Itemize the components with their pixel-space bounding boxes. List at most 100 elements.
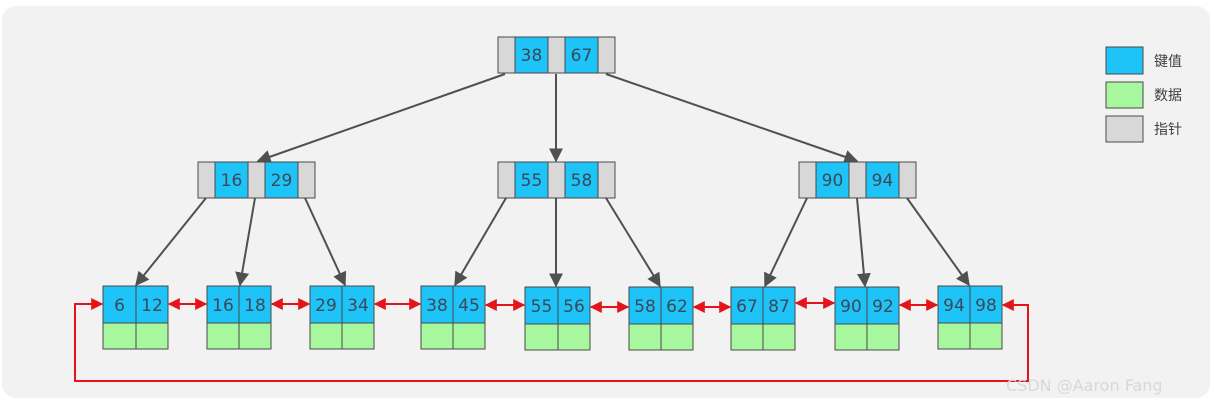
leaf-3-data-cell-2 bbox=[341, 322, 375, 350]
leaf-node-5: 55 56 bbox=[524, 286, 591, 351]
leaf-3-key-1: 29 bbox=[315, 296, 337, 316]
leaf-5-key-1: 55 bbox=[531, 297, 553, 317]
internal-3-pointer-cell-1 bbox=[798, 161, 817, 199]
tree-edge-3 bbox=[605, 73, 859, 164]
leaf-9-key-2: 98 bbox=[975, 296, 997, 316]
leaf-4-key-1: 38 bbox=[426, 296, 448, 316]
tree-edge-12 bbox=[906, 197, 970, 287]
internal-2-key-1: 55 bbox=[521, 171, 543, 191]
leaf-4-key-cell-2 bbox=[452, 285, 486, 324]
root-key-cell-2 bbox=[564, 36, 599, 74]
legend-key-label: 键值 bbox=[1154, 54, 1182, 70]
internal-2-key-cell-2 bbox=[564, 161, 599, 199]
leaf-node-1: 6 12 bbox=[102, 285, 169, 350]
leaf-4-key-2: 45 bbox=[458, 296, 480, 316]
tree-edge-9 bbox=[605, 197, 661, 288]
root-key-2: 67 bbox=[571, 46, 593, 66]
legend-data-label: 数据 bbox=[1154, 88, 1182, 104]
leaf-7-key-1: 67 bbox=[736, 297, 758, 317]
watermark: CSDN @Aaron Fang bbox=[1006, 376, 1163, 395]
leaf-8-data-cell-1 bbox=[834, 323, 868, 351]
internal-1-key-cell-1 bbox=[214, 161, 249, 199]
tree-edge-10 bbox=[764, 197, 808, 288]
internal-2-key-2: 58 bbox=[571, 171, 593, 191]
leaf-node-4: 38 45 bbox=[420, 285, 486, 350]
leaf-9-data-cell-1 bbox=[937, 322, 971, 350]
internal-2-pointer-cell-2 bbox=[547, 161, 566, 199]
internal-3-key-1: 90 bbox=[822, 171, 844, 191]
tree-edge-4 bbox=[135, 197, 207, 287]
internal-3-pointer-cell-3 bbox=[898, 161, 917, 199]
root-key-1: 38 bbox=[521, 46, 543, 66]
leaf-6-key-1: 58 bbox=[634, 297, 656, 317]
internal-1-key-1: 16 bbox=[221, 171, 243, 191]
leaf-2-key-cell-2 bbox=[238, 285, 272, 324]
leaf-links bbox=[74, 297, 1029, 382]
leaf-node-6: 58 62 bbox=[628, 286, 694, 351]
tree-edge-11 bbox=[856, 197, 871, 288]
internal-node-2: 55 58 bbox=[497, 161, 616, 199]
internal-2-pointer-cell-1 bbox=[497, 161, 516, 199]
internal-3-pointer-cell-2 bbox=[848, 161, 867, 199]
tree-edge-7 bbox=[454, 197, 507, 287]
leaf-5-key-cell-1 bbox=[524, 286, 559, 325]
leaf-4-data-cell-1 bbox=[420, 322, 454, 350]
leaf-4-data-cell-2 bbox=[452, 322, 486, 350]
internal-3-key-2: 94 bbox=[872, 171, 894, 191]
leaf-2-key-2: 18 bbox=[244, 296, 266, 316]
leaf-1-data-cell-1 bbox=[102, 322, 137, 350]
leaf-8-key-2: 92 bbox=[872, 297, 894, 317]
internal-1-pointer-cell-1 bbox=[197, 161, 216, 199]
leaf-2-key-cell-1 bbox=[206, 285, 240, 324]
leaf-node-8: 90 92 bbox=[834, 286, 900, 351]
leaf-8-key-1: 90 bbox=[840, 297, 862, 317]
root-pointer-cell-2 bbox=[547, 36, 566, 74]
leaf-5-data-cell-2 bbox=[557, 323, 591, 351]
leaf-9-key-1: 94 bbox=[943, 296, 965, 316]
leaf-8-data-cell-2 bbox=[866, 323, 900, 351]
leaf-2-data-cell-2 bbox=[238, 322, 272, 350]
internal-1-pointer-cell-3 bbox=[297, 161, 316, 199]
internal-1-pointer-cell-2 bbox=[247, 161, 266, 199]
leaf-3-key-2: 34 bbox=[347, 296, 369, 316]
leaf-5-key-cell-2 bbox=[557, 286, 591, 325]
leaf-7-data-cell-2 bbox=[762, 323, 796, 351]
internal-node-1: 16 29 bbox=[197, 161, 316, 199]
root-node: 38 67 bbox=[497, 36, 616, 74]
leaf-9-data-cell-2 bbox=[969, 322, 1003, 350]
leaf-7-key-2: 87 bbox=[768, 297, 790, 317]
leaf-1-data-cell-2 bbox=[135, 322, 169, 350]
leaf-6-key-cell-1 bbox=[628, 286, 662, 325]
legend: 键值 数据 指针 bbox=[1105, 46, 1182, 143]
root-pointer-cell-1 bbox=[497, 36, 516, 74]
internal-1-key-cell-2 bbox=[264, 161, 299, 199]
leaf-5-data-cell-1 bbox=[524, 323, 559, 351]
leaf-node-7: 67 87 bbox=[730, 286, 796, 351]
leaf-2-key-1: 16 bbox=[212, 296, 234, 316]
tree-edges bbox=[135, 73, 970, 288]
leaf-1-key-cell-1 bbox=[102, 285, 137, 324]
legend-pointer-swatch bbox=[1105, 115, 1144, 143]
internal-2-pointer-cell-3 bbox=[597, 161, 616, 199]
leaf-1-key-2: 12 bbox=[141, 296, 163, 316]
leaf-6-key-2: 62 bbox=[666, 297, 688, 317]
legend-key-swatch bbox=[1105, 46, 1144, 75]
leaf-7-key-cell-1 bbox=[730, 286, 764, 325]
internal-node-3: 90 94 bbox=[798, 161, 917, 199]
leaf-3-key-cell-1 bbox=[309, 285, 343, 324]
leaf-1-key-cell-2 bbox=[135, 285, 169, 324]
leaf-3-data-cell-1 bbox=[309, 322, 343, 350]
legend-data-swatch bbox=[1105, 81, 1144, 109]
root-key-cell-1 bbox=[514, 36, 549, 74]
leaf-6-key-cell-2 bbox=[660, 286, 694, 325]
leaf-node-2: 16 18 bbox=[206, 285, 272, 350]
tree-edge-6 bbox=[304, 197, 347, 287]
internal-3-key-cell-2 bbox=[865, 161, 900, 199]
leaf-8-key-cell-2 bbox=[866, 286, 900, 325]
leaf-6-data-cell-1 bbox=[628, 323, 662, 351]
leaf-5-key-2: 56 bbox=[563, 297, 585, 317]
tree-edge-5 bbox=[235, 197, 256, 287]
leaf-9-key-cell-2 bbox=[969, 285, 1003, 324]
